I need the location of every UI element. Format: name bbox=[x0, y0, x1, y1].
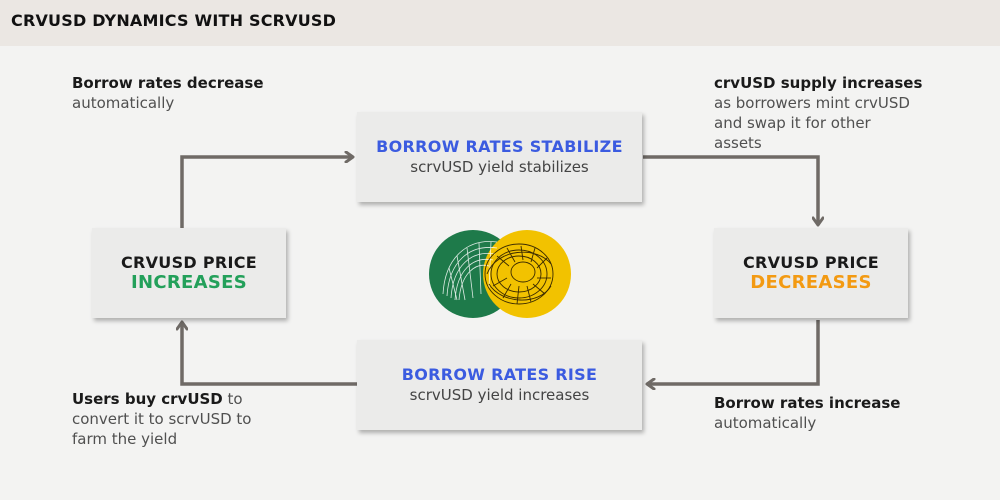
note-top-right-bold: crvUSD supply increases bbox=[714, 74, 923, 92]
note-top-right-line4: assets bbox=[714, 134, 762, 152]
note-bottom-left-line2: convert it to scrvUSD to bbox=[72, 410, 252, 428]
note-top-left: Borrow rates decrease automatically bbox=[72, 73, 264, 113]
note-top-right-line2: as borrowers mint crvUSD bbox=[714, 94, 910, 112]
note-top-right-line3: and swap it for other bbox=[714, 114, 871, 132]
note-bottom-right: Borrow rates increase automatically bbox=[714, 393, 900, 433]
arrow-bottom-to-left bbox=[182, 322, 357, 386]
crvusd-scrvusd-logo bbox=[429, 230, 571, 318]
note-bottom-right-bold: Borrow rates increase bbox=[714, 394, 901, 412]
logo-yellow-wireframe bbox=[484, 243, 554, 305]
box-bottom-title: BORROW RATES RISE bbox=[401, 365, 598, 384]
note-bottom-left: Users buy crvUSD to convert it to scrvUS… bbox=[72, 389, 251, 449]
box-crvusd-price-increases: CRVUSD PRICE INCREASES bbox=[92, 228, 286, 318]
box-top-subtitle: scrvUSD yield stabilizes bbox=[410, 158, 589, 176]
note-top-right: crvUSD supply increases as borrowers min… bbox=[714, 73, 922, 153]
header-bar: CRVUSD DYNAMICS WITH SCRVUSD bbox=[0, 0, 1000, 46]
note-top-left-bold: Borrow rates decrease bbox=[72, 74, 264, 92]
note-top-left-text: automatically bbox=[72, 94, 175, 112]
logo-green-wireframe bbox=[442, 241, 498, 301]
box-top-title: BORROW RATES STABILIZE bbox=[376, 137, 623, 156]
box-bottom-subtitle: scrvUSD yield increases bbox=[409, 386, 590, 404]
note-bottom-right-text: automatically bbox=[714, 414, 817, 432]
box-borrow-rates-stabilize: BORROW RATES STABILIZE scrvUSD yield sta… bbox=[357, 112, 642, 202]
note-bottom-left-bold: Users buy crvUSD bbox=[72, 390, 223, 408]
note-bottom-left-line3: farm the yield bbox=[72, 430, 178, 448]
box-right-status: DECREASES bbox=[750, 272, 872, 293]
box-right-title: CRVUSD PRICE bbox=[742, 253, 880, 272]
box-left-title: CRVUSD PRICE bbox=[120, 253, 258, 272]
box-borrow-rates-rise: BORROW RATES RISE scrvUSD yield increase… bbox=[357, 340, 642, 430]
page-title: CRVUSD DYNAMICS WITH SCRVUSD bbox=[11, 11, 337, 30]
arrow-right-to-bottom bbox=[647, 320, 820, 384]
arrow-top-to-right bbox=[643, 155, 818, 225]
note-bottom-left-text1: to bbox=[222, 390, 243, 408]
box-left-status: INCREASES bbox=[131, 272, 247, 293]
box-crvusd-price-decreases: CRVUSD PRICE DECREASES bbox=[714, 228, 908, 318]
arrow-left-to-top bbox=[180, 157, 353, 228]
logo-yellow-circle bbox=[483, 230, 571, 318]
